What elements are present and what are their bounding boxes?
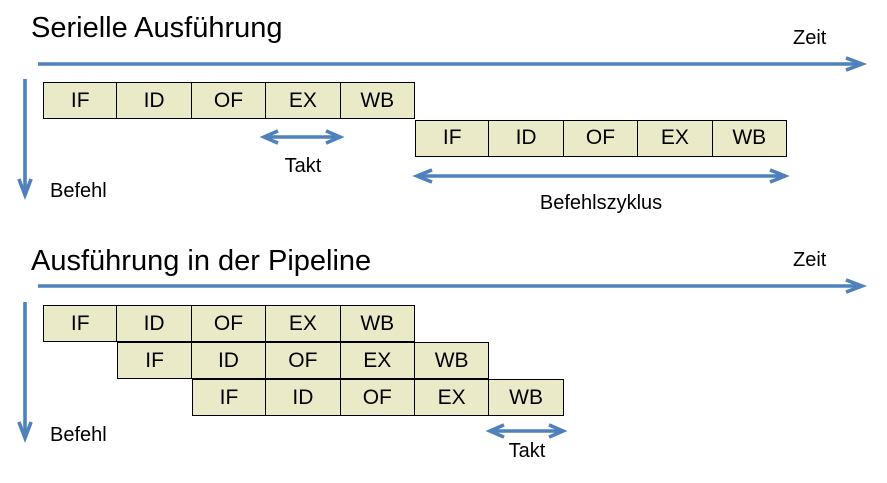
stage-cell: EX (266, 305, 341, 342)
pipeline-zeit-label: Zeit (793, 249, 827, 271)
stage-cell: OF (266, 342, 341, 379)
stage-cell: ID (266, 379, 341, 416)
stage-cell: OF (340, 379, 415, 416)
pipeline-time-axis-arrow (38, 278, 868, 294)
serial-zeit-label: Zeit (793, 27, 827, 49)
stage-cell: WB (340, 305, 415, 342)
stage-cell: WB (712, 119, 787, 157)
serial-befehl-label: Befehl (50, 180, 107, 202)
serial-instruction-2-row: IF ID OF EX WB (415, 119, 787, 157)
stage-cell: EX (266, 82, 341, 119)
befehlszyklus-span-arrow (412, 168, 790, 184)
stage-cell: WB (489, 379, 564, 416)
befehlszyklus-label: Befehlszyklus (539, 192, 663, 214)
pipeline-section-title: Ausführung in der Pipeline (31, 245, 372, 277)
stage-cell: WB (340, 82, 415, 119)
stage-cell: IF (43, 305, 118, 342)
stage-cell: EX (340, 342, 415, 379)
pipeline-befehl-label: Befehl (50, 424, 107, 446)
serial-instruction-1-row: IF ID OF EX WB (43, 82, 415, 119)
stage-cell: IF (117, 342, 192, 379)
stage-cell: ID (117, 82, 192, 119)
serial-takt-span-arrow (259, 129, 345, 145)
stage-cell: OF (191, 305, 267, 342)
stage-cell: EX (638, 119, 713, 157)
pipeline-instruction-2-row: IF ID OF EX WB (117, 342, 490, 379)
stage-cell: IF (43, 82, 118, 119)
stage-cell: IF (415, 119, 490, 157)
pipeline-takt-span-arrow (485, 423, 568, 439)
serial-time-axis-arrow (38, 56, 868, 72)
pipeline-instruction-3-row: IF ID OF EX WB (191, 379, 564, 416)
stage-cell: EX (414, 379, 490, 416)
pipeline-befehl-axis-arrow (17, 302, 33, 444)
serial-befehl-axis-arrow (17, 79, 33, 201)
pipeline-takt-label: Takt (508, 440, 546, 462)
stage-cell: IF (191, 379, 267, 416)
serial-takt-label: Takt (284, 155, 322, 177)
stage-cell: OF (191, 82, 267, 119)
stage-cell: OF (563, 119, 639, 157)
stage-cell: ID (489, 119, 564, 157)
stage-cell: ID (117, 305, 192, 342)
pipeline-instruction-1-row: IF ID OF EX WB (43, 305, 415, 342)
stage-cell: ID (191, 342, 267, 379)
serial-section-title: Serielle Ausführung (31, 12, 283, 44)
stage-cell: WB (414, 342, 490, 379)
